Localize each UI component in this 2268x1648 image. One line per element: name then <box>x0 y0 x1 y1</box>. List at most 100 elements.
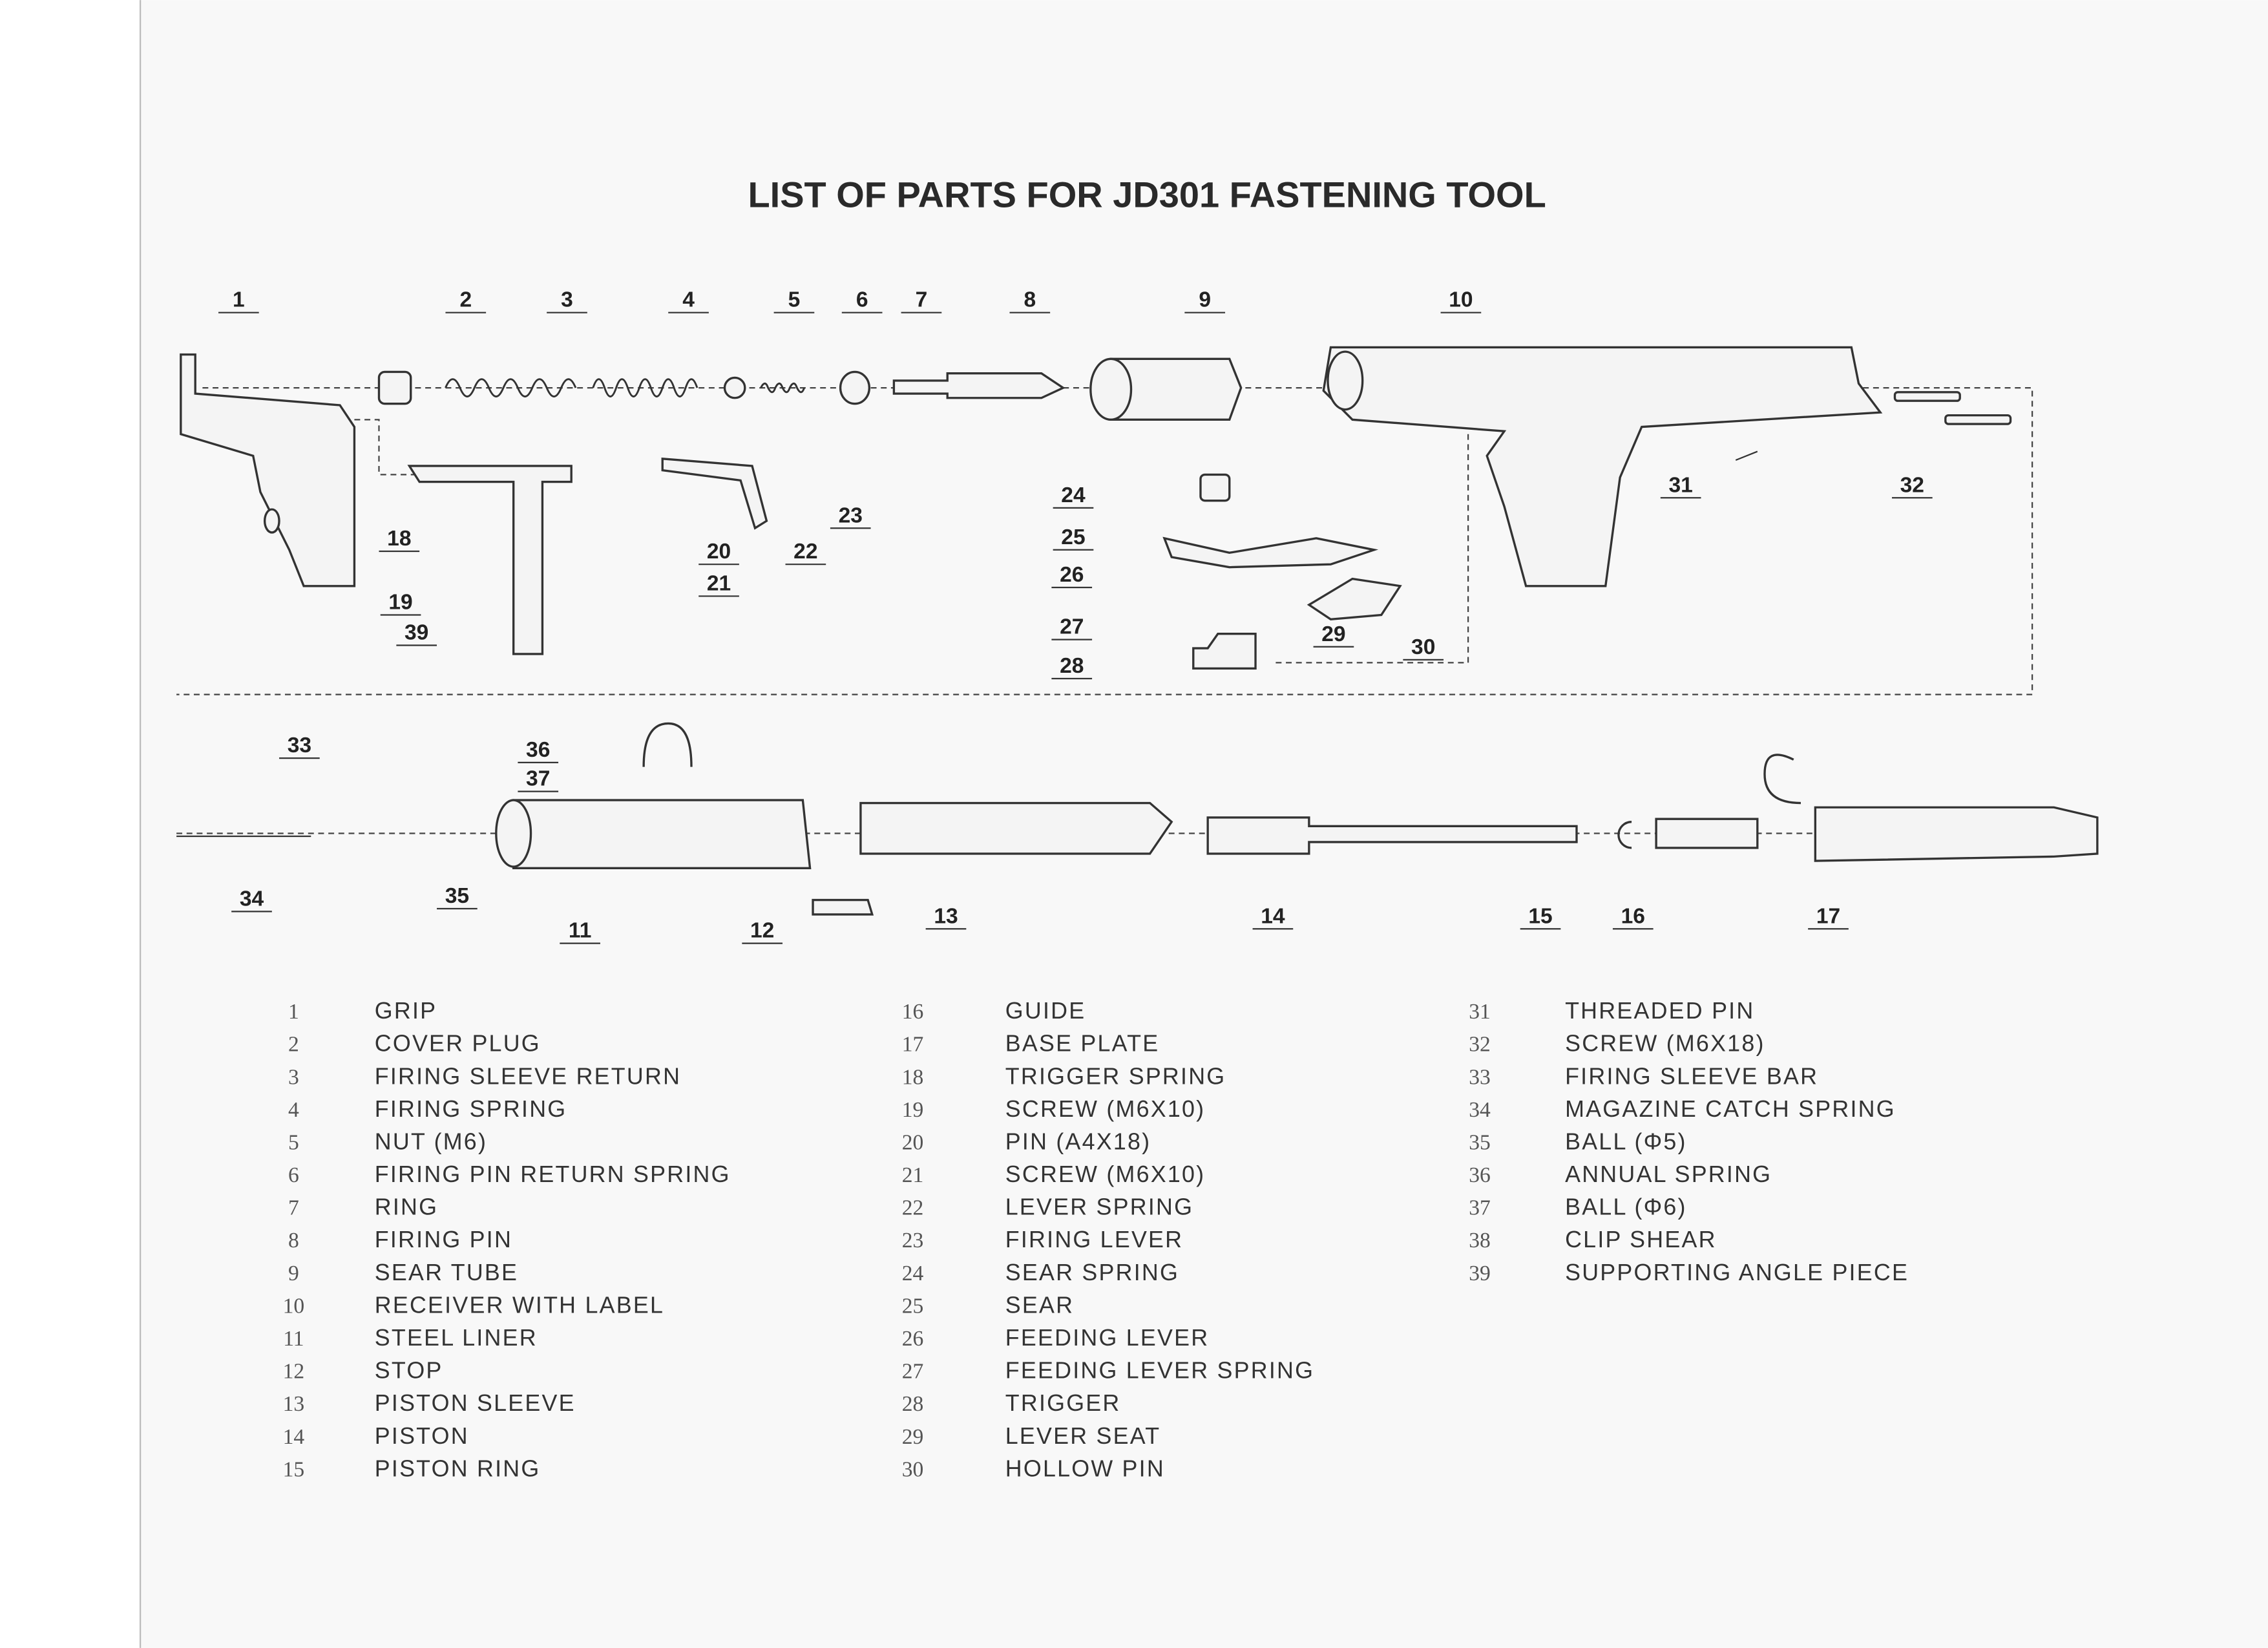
callout-29: 29 <box>1321 622 1345 646</box>
part-name: LEVER SEAT <box>1005 1423 1161 1449</box>
supporting-angle-piece-part <box>407 465 572 655</box>
callout-23: 23 <box>839 503 863 527</box>
part-number: 2 <box>288 1033 299 1057</box>
callout-11: 11 <box>569 919 591 943</box>
callout-28: 28 <box>1060 654 1084 678</box>
part-number: 6 <box>288 1163 299 1187</box>
callout-4: 4 <box>682 288 695 312</box>
callout-37: 37 <box>526 767 550 791</box>
part-number: 19 <box>902 1098 924 1122</box>
callout-39: 39 <box>404 621 428 645</box>
parts-list-item: 29 LEVER SEAT <box>902 1423 1161 1449</box>
part-name: FIRING PIN <box>375 1227 512 1252</box>
part-number: 8 <box>288 1229 299 1252</box>
part-number: 4 <box>288 1098 299 1122</box>
part-number: 3 <box>288 1065 299 1089</box>
part-number: 35 <box>1469 1130 1491 1154</box>
part-name: MAGAZINE CATCH SPRING <box>1565 1096 1896 1122</box>
part-number: 21 <box>902 1163 924 1187</box>
part-number: 39 <box>1469 1262 1491 1285</box>
firing-lever-part <box>661 457 768 530</box>
part-name: LEVER SPRING <box>1005 1194 1193 1220</box>
part-number: 26 <box>902 1327 924 1351</box>
part-number: 27 <box>902 1360 924 1384</box>
part-number: 7 <box>288 1196 299 1220</box>
part-number: 14 <box>283 1425 305 1449</box>
part-number: 33 <box>1469 1065 1491 1089</box>
parts-list-item: 39 SUPPORTING ANGLE PIECE <box>1469 1260 1909 1285</box>
part-number: 18 <box>902 1065 924 1089</box>
callout-32: 32 <box>1900 473 1924 497</box>
part-number: 37 <box>1469 1196 1491 1220</box>
piston-ring-part <box>1617 820 1632 849</box>
callout-22: 22 <box>793 540 817 564</box>
part-number: 1 <box>288 1000 299 1024</box>
part-name: FEEDING LEVER <box>1005 1325 1210 1351</box>
callout-36: 36 <box>526 738 550 762</box>
part-name: PISTON SLEEVE <box>375 1390 576 1416</box>
part-name: SEAR SPRING <box>1005 1260 1179 1285</box>
part-number: 23 <box>902 1229 924 1252</box>
callout-18: 18 <box>387 527 411 551</box>
part-number: 29 <box>902 1425 924 1449</box>
part-name: SUPPORTING ANGLE PIECE <box>1565 1260 1909 1285</box>
sear-part <box>1199 473 1231 502</box>
part-name: HOLLOW PIN <box>1005 1455 1165 1481</box>
callout-16: 16 <box>1621 904 1645 928</box>
ring-part <box>839 370 871 405</box>
part-name: THREADED PIN <box>1565 998 1754 1024</box>
callout-9: 9 <box>1199 288 1211 312</box>
part-name: STEEL LINER <box>375 1325 538 1351</box>
firing-spring-part <box>592 378 698 397</box>
callout-31: 31 <box>1668 473 1692 497</box>
callout-20: 20 <box>707 540 731 564</box>
piston-sleeve-part <box>859 801 1173 855</box>
callout-24: 24 <box>1061 483 1086 507</box>
guide-part <box>1655 818 1759 849</box>
callout-1: 1 <box>233 288 245 312</box>
callout-25: 25 <box>1061 525 1085 549</box>
feeding-lever-part <box>1162 536 1379 569</box>
exploded-diagram <box>176 346 2099 916</box>
steel-liner-part <box>512 799 812 869</box>
callout-21: 21 <box>707 571 731 595</box>
part-number: 13 <box>283 1392 305 1416</box>
callout-6: 6 <box>856 288 868 312</box>
parts-list-item: 37 BALL (Φ6) <box>1469 1194 1687 1220</box>
part-number: 9 <box>288 1262 299 1285</box>
part-name: BALL (Φ6) <box>1565 1194 1687 1220</box>
receiver-part <box>1322 346 1883 587</box>
parts-list-item: 38 CLIP SHEAR <box>1469 1227 1717 1252</box>
callout-7: 7 <box>916 288 928 312</box>
cover-plug-part <box>377 370 412 405</box>
part-name: CLIP SHEAR <box>1565 1227 1717 1252</box>
part-number: 24 <box>902 1262 924 1285</box>
callout-3: 3 <box>561 288 573 312</box>
part-number: 38 <box>1469 1229 1491 1252</box>
callout-10: 10 <box>1449 288 1473 312</box>
part-name: PISTON <box>375 1423 469 1449</box>
callout-34: 34 <box>240 887 264 911</box>
callout-8: 8 <box>1024 288 1036 312</box>
part-number: 12 <box>283 1360 305 1384</box>
